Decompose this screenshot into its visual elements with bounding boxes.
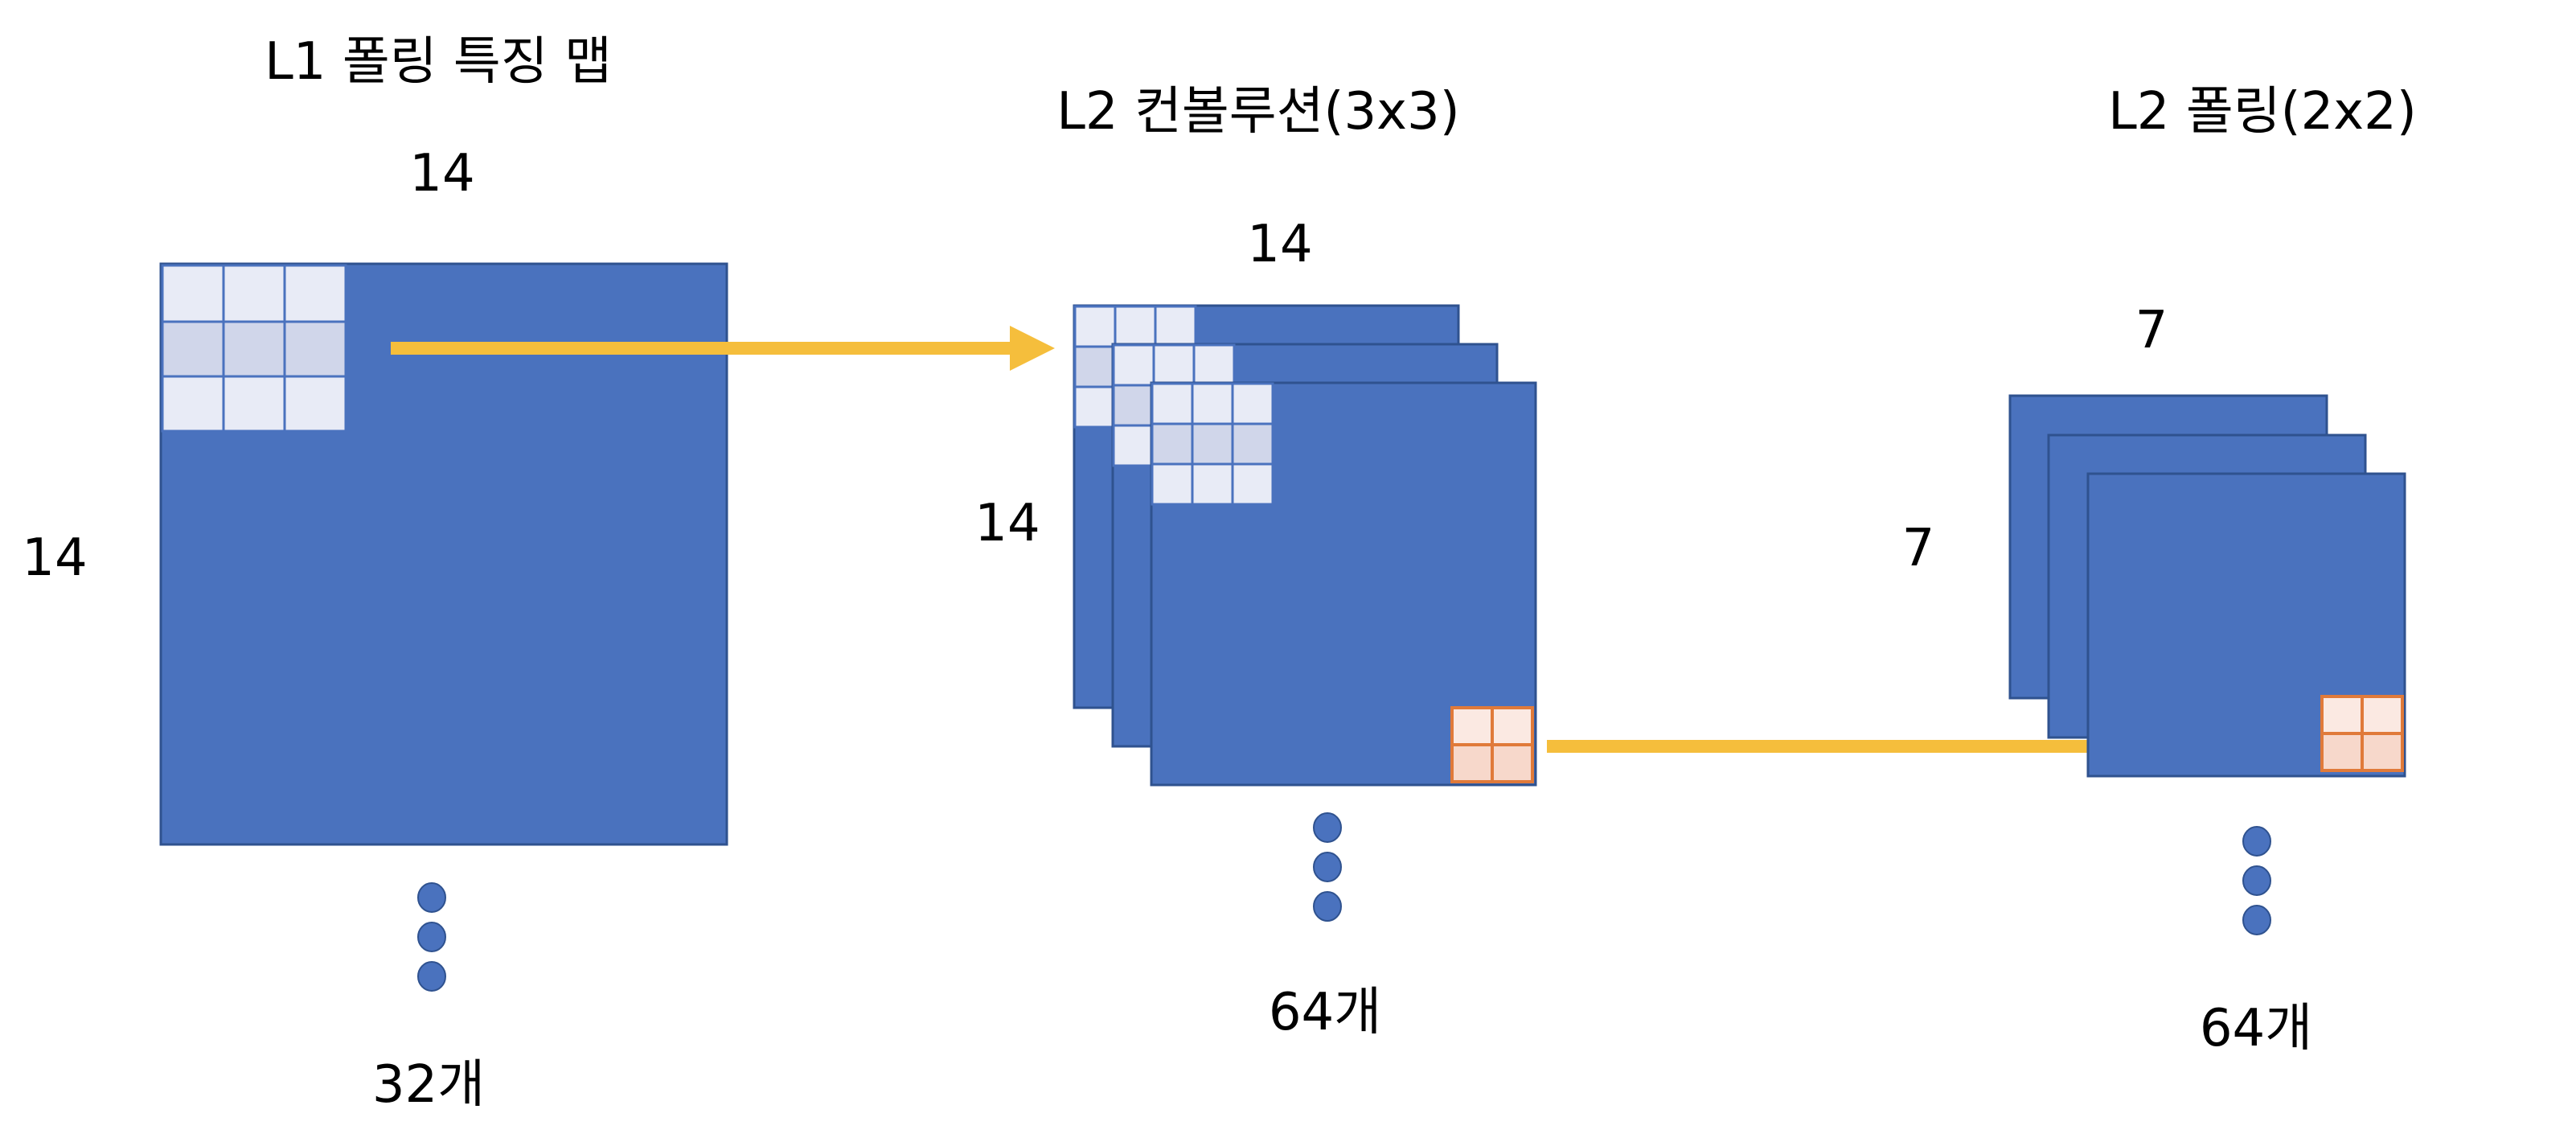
stage-title: L1 폴링 특징 맵 xyxy=(265,32,612,92)
count-label: 64개 xyxy=(1269,983,1381,1042)
width-label: 14 xyxy=(1247,215,1312,274)
stage-title: L2 컨볼루션(3x3) xyxy=(1056,82,1460,142)
stage-title: L2 폴링(2x2) xyxy=(2108,82,2417,142)
height-label: 14 xyxy=(22,528,87,588)
kernel-3x3 xyxy=(1151,382,1274,506)
arrow-head xyxy=(1010,326,1055,371)
pooling-window-2x2 xyxy=(2320,695,2404,772)
ellipsis-dots xyxy=(417,882,446,992)
width-label: 7 xyxy=(2135,301,2168,360)
ellipsis-dots xyxy=(1313,812,1342,922)
count-label: 64개 xyxy=(2200,999,2312,1058)
stage-l2-convolution: L2 컨볼루션(3x3) 14 14 xyxy=(974,82,1537,1042)
kernel-3x3 xyxy=(161,264,347,433)
height-label: 14 xyxy=(974,494,1040,553)
pooling-window-2x2 xyxy=(1450,706,1534,783)
stage-l1-pooling: L1 폴링 특징 맵 14 14 32개 xyxy=(22,32,728,1115)
height-label: 7 xyxy=(1902,519,1935,578)
count-label: 32개 xyxy=(372,1055,485,1115)
ellipsis-dots xyxy=(2242,826,2271,935)
stage-l2-pooling: L2 폴링(2x2) 7 7 64개 xyxy=(1902,82,2417,1058)
width-label: 14 xyxy=(409,144,474,203)
